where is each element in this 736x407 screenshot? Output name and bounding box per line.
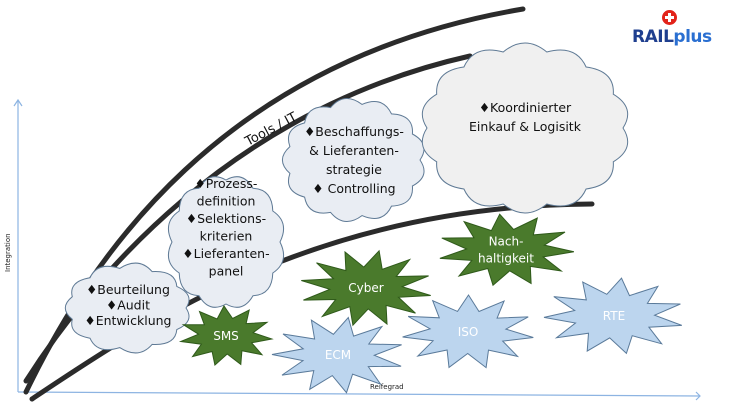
cloud-text-line: Einkauf & Logisitk [469, 119, 582, 134]
cloud-text-line: definition [197, 194, 256, 209]
burst-nachhaltigkeit: Nach-haltigkeit [439, 213, 575, 287]
x-axis-label: Reifegrad [370, 383, 404, 391]
burst-iso: ISO [402, 294, 534, 369]
burst-rte: RTE [543, 277, 682, 355]
burst-shape [271, 316, 402, 394]
burst-label: ISO [458, 325, 479, 339]
cloud-text-line: strategie [326, 162, 382, 177]
cloud-shape [64, 262, 190, 354]
burst-shape [543, 277, 682, 355]
railplus-logo: RAILplus [632, 10, 722, 50]
burst-cyber: Cyber [301, 249, 431, 327]
clouds: ♦Beurteilung♦Audit♦Entwicklung♦Prozess-d… [64, 42, 629, 354]
burst-sms: SMS [178, 305, 274, 367]
burst-label: Nach- [489, 235, 524, 249]
cloud-shape [281, 98, 425, 222]
burst-label: Cyber [348, 281, 383, 295]
cloud-stage-3: ♦Beschaffungs- & Lieferanten-strategie ♦ C… [281, 98, 425, 222]
cloud-text-line: ♦Beschaffungs- [304, 124, 404, 139]
logo-plus: plus [673, 27, 712, 47]
burst-label: SMS [213, 329, 239, 343]
logo-text: RAILplus [632, 27, 712, 47]
axes: Integration Reifegrad [4, 98, 701, 401]
x-axis-arrow-icon [695, 391, 701, 401]
logo-rail: RAIL [632, 27, 674, 47]
cloud-text-line: & Lieferanten- [309, 143, 399, 158]
cloud-text-line: ♦Beurteilung [86, 282, 170, 297]
y-axis-label: Integration [4, 233, 12, 272]
burst-shape [439, 213, 575, 287]
cloud-stage-2: ♦Prozess-definition ♦Selektions-kriterien… [167, 176, 285, 308]
burst-label: ECM [325, 348, 351, 362]
burst-label: RTE [603, 309, 625, 323]
cloud-text-line: kriterien [200, 229, 253, 244]
cloud-text-line: ♦Selektions- [186, 211, 266, 226]
burst-label: haltigkeit [478, 252, 534, 266]
cloud-stage-1: ♦Beurteilung♦Audit♦Entwicklung [64, 262, 190, 354]
cloud-text-line: ♦Entwicklung [85, 313, 172, 328]
burst-ecm: ECM [271, 316, 402, 394]
y-axis-arrow-icon [13, 98, 23, 107]
x-axis [17, 391, 701, 397]
cloud-text-line: ♦Audit [106, 298, 150, 313]
cloud-text-line: ♦Lieferanten- [182, 246, 269, 261]
cloud-text-line: ♦ Controlling [312, 181, 395, 196]
burst-shape [402, 294, 534, 369]
burst-shape [301, 249, 431, 327]
cloud-shape [421, 42, 629, 214]
cloud-text-line: ♦Prozess- [195, 176, 258, 191]
swiss-cross-icon [662, 10, 677, 25]
burst-shape [178, 305, 274, 367]
cloud-shape [167, 176, 285, 308]
cloud-text-line: panel [209, 264, 244, 279]
cloud-text-line: ♦Koordinierter [479, 100, 572, 115]
